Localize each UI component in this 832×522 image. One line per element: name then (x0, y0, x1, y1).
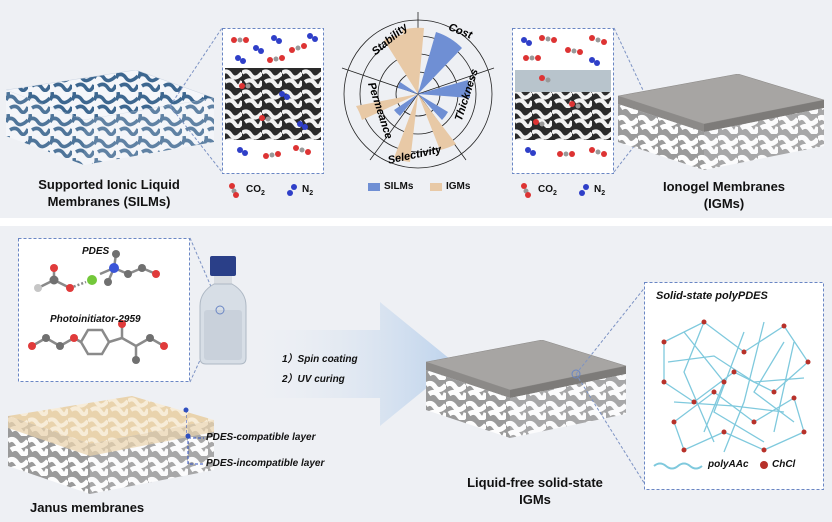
precursor-bottle (199, 256, 247, 365)
result-title-line2: IGMs (519, 492, 551, 507)
igm-title-line1: Ionogel Membranes (662, 179, 786, 194)
photoinitiator-label: Photoinitiator-2959 (50, 314, 141, 325)
silm-membrane-block (6, 70, 215, 165)
process-arrow (240, 302, 456, 426)
radar-legend-silms: SILMs (384, 181, 414, 192)
result-title-line1: Liquid-free solid-state (467, 475, 603, 490)
compatible-layer-label: PDES-compatible layer (206, 432, 316, 443)
silm-zoom-box (222, 28, 324, 174)
polypdes-title: Solid-state polyPDES (656, 290, 768, 302)
janus-membrane-block (8, 396, 214, 494)
co2-legend-label: CO2 (538, 184, 557, 197)
silm-gas-molecules (231, 33, 318, 159)
radar-chart: Stability Cost Thickness Selectivity Per… (341, 12, 495, 169)
n2-molecule-icon (287, 184, 297, 196)
n2-molecule-icon (579, 184, 589, 196)
silm-title-line1: Supported Ionic Liquid (38, 177, 180, 192)
co2-legend-label: CO2 (246, 184, 265, 197)
result-igm-membrane-block (426, 340, 627, 438)
polyaac-legend-icon (653, 462, 703, 470)
silm-gas-legend: CO2 N2 (228, 180, 328, 202)
radar-legend-igms: IGMs (446, 181, 471, 192)
n2-legend-label: N2 (302, 184, 314, 197)
polypdes-box (644, 282, 824, 490)
chcl-particles (661, 319, 811, 453)
radar-legend: SILMs IGMs (368, 180, 498, 196)
radar-axis-cost: Cost (447, 21, 475, 42)
polypdes-zoom-lines (575, 285, 647, 487)
step-uv-curing: 2）UV curing (282, 374, 345, 385)
igm-title: Ionogel Membranes (IGMs) (624, 178, 824, 212)
radar-legend-igms-swatch (430, 183, 442, 191)
result-title: Liquid-free solid-state IGMs (440, 474, 630, 508)
co2-molecule-icon (521, 183, 531, 198)
pdes-label: PDES (82, 246, 110, 257)
co2-molecule-icon (229, 183, 239, 198)
igm-gas-legend: CO2 N2 (520, 180, 620, 202)
silm-zoom-lines (170, 27, 223, 173)
radar-legend-silms-swatch (368, 183, 380, 191)
n2-legend-label: N2 (594, 184, 606, 197)
igm-gas-molecules (521, 35, 607, 157)
janus-title: Janus membranes (30, 500, 145, 515)
chcl-legend-label: ChCl (772, 459, 796, 470)
janus-layer-pointers (186, 410, 204, 465)
igm-zoom-box (512, 28, 614, 174)
igm-title-line2: (IGMs) (703, 196, 745, 211)
incompatible-layer-label: PDES-incompatible layer (206, 458, 325, 469)
silm-title-line2: Membranes (SILMs) (47, 194, 171, 209)
radar-silms-wedges (394, 32, 471, 120)
chcl-legend-icon (760, 461, 768, 469)
molecule-box (18, 238, 190, 382)
polyaac-legend-label: polyAAc (708, 459, 749, 470)
radar-igms-wedges (356, 27, 456, 162)
igm-membrane-block (618, 74, 825, 170)
silm-title: Supported Ionic Liquid Membranes (SILMs) (4, 176, 214, 210)
step-spin-coating: 1）Spin coating (282, 354, 358, 365)
